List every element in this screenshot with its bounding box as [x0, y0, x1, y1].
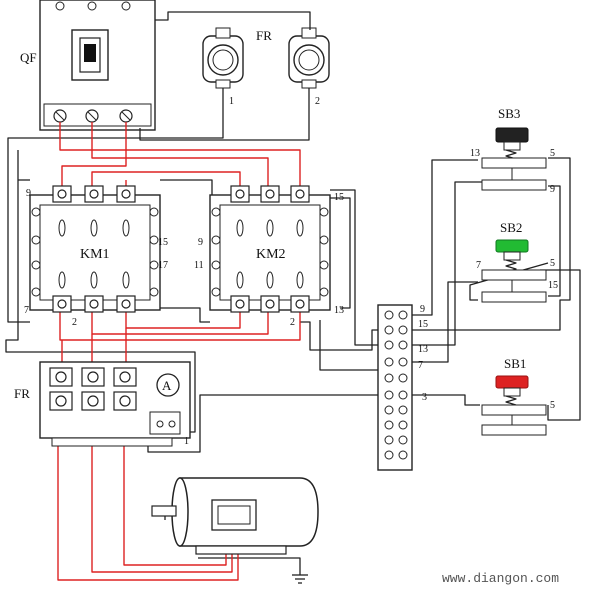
- km2-terminal-11: 11: [194, 260, 204, 271]
- sb1-push-button: [481, 375, 547, 436]
- km1-terminal-9: 9: [26, 188, 31, 199]
- km1-terminal-2: 2: [72, 317, 77, 328]
- fr-top-fuse-1: [202, 27, 244, 89]
- km2-terminal-2: 2: [290, 317, 295, 328]
- qf-label: QF: [20, 50, 37, 65]
- km1-terminal-15: 15: [158, 237, 168, 248]
- sb2-terminal-7: 7: [476, 260, 481, 271]
- sb2-terminal-15: 15: [548, 280, 558, 291]
- terminal-block-label-9: 9: [420, 304, 425, 315]
- qf-terminal: [119, 109, 133, 123]
- sb3-terminal-5: 5: [550, 148, 555, 159]
- ammeter-icon: [156, 373, 180, 397]
- terminal-block: [377, 304, 413, 471]
- terminal-block-label-15: 15: [418, 319, 428, 330]
- km2-contactor: [209, 185, 331, 313]
- sb1-terminal-5: 5: [550, 400, 555, 411]
- km2-terminal-15: 15: [334, 192, 344, 203]
- sb3-terminal-13: 13: [470, 148, 480, 159]
- qf-breaker: [39, 0, 156, 131]
- sb2-button-cap: [495, 239, 529, 253]
- sb2-terminal-5: 5: [550, 258, 555, 269]
- terminal-block-label-3: 3: [422, 392, 427, 403]
- sb1-label: SB1: [504, 356, 526, 371]
- terminal-block-label-7: 7: [418, 360, 423, 371]
- km1-side-terminals: [31, 207, 159, 297]
- sb2-push-button: [481, 239, 547, 303]
- qf-top-terminal: [55, 1, 131, 11]
- km1-terminal-17: 17: [158, 260, 168, 271]
- km2-side-terminals: [211, 207, 329, 297]
- fr-top-pin-1: 1: [229, 96, 234, 107]
- ground-icon: [292, 574, 308, 584]
- fr-bottom-relay: [39, 361, 191, 447]
- sb2-label: SB2: [500, 220, 522, 235]
- qf-terminal: [53, 109, 67, 123]
- sb3-terminal-9: 9: [550, 184, 555, 195]
- km2-bottom-terminals: [230, 295, 310, 313]
- km2-label: KM2: [256, 247, 286, 262]
- sb3-button-cap: [495, 127, 529, 143]
- watermark: www.diangon.com: [442, 571, 559, 586]
- motor: [151, 477, 319, 555]
- km2-top-terminals: [230, 185, 310, 203]
- terminal-block-label-13: 13: [418, 344, 428, 355]
- fr-top-label: FR: [256, 28, 272, 43]
- km1-contactor: [29, 185, 161, 313]
- sb3-push-button: [481, 127, 547, 191]
- sb3-label: SB3: [498, 106, 520, 121]
- km1-bottom-terminals: [52, 295, 136, 313]
- km1-label: KM1: [80, 247, 110, 262]
- control-wires: [5, 11, 581, 575]
- ammeter-label: A: [162, 378, 172, 393]
- km1-terminal-7: 7: [24, 305, 29, 316]
- fr-top-pin-2: 2: [315, 96, 320, 107]
- sb1-button-cap: [495, 375, 529, 389]
- km1-top-terminals: [52, 185, 136, 203]
- km2-terminal-9: 9: [198, 237, 203, 248]
- fr-bottom-pin-1: 1: [184, 436, 189, 447]
- fr-bottom-label: FR: [14, 386, 30, 401]
- fr-bottom-terminals: [49, 367, 137, 411]
- fr-top-fuse-2: [288, 27, 330, 89]
- qf-terminal: [85, 109, 99, 123]
- km2-terminal-13: 13: [334, 305, 344, 316]
